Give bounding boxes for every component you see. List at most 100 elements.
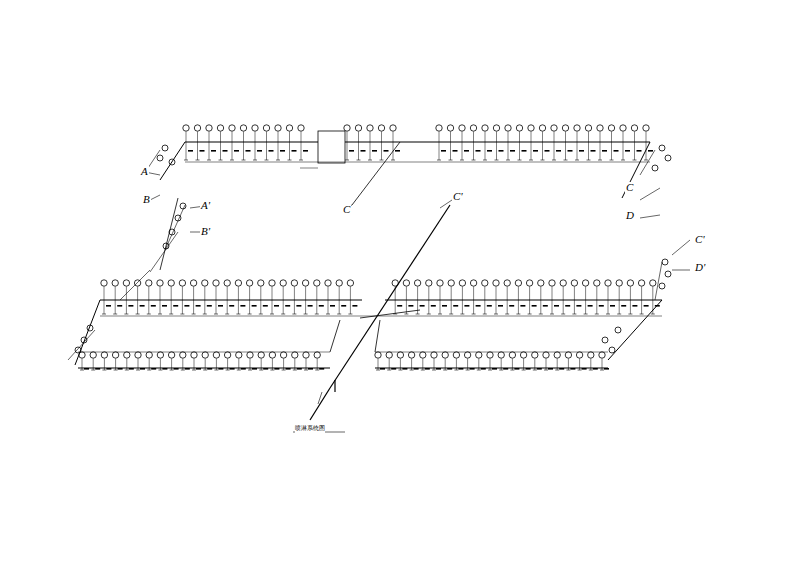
dim-mark — [330, 305, 335, 307]
dim-mark — [200, 150, 205, 152]
dim-mark — [610, 305, 615, 307]
dim-mark — [425, 368, 430, 370]
dim-mark — [625, 150, 630, 152]
sprinkler-tag — [213, 280, 219, 286]
sprinkler-tag — [235, 280, 241, 286]
dim-mark — [128, 305, 133, 307]
dim-mark — [218, 368, 223, 370]
pipe — [318, 392, 322, 404]
dim-mark — [476, 305, 481, 307]
sprinkler-tag — [493, 125, 499, 131]
sprinkler-tag — [532, 352, 538, 358]
dim-mark — [431, 305, 436, 307]
pipe — [555, 370, 559, 371]
dim-mark — [211, 150, 216, 152]
dim-mark — [218, 305, 223, 307]
pipe — [227, 359, 228, 371]
pipe — [595, 314, 599, 315]
dim-mark — [591, 150, 596, 152]
sprinkler-tag — [180, 352, 186, 358]
dim-mark — [252, 368, 257, 370]
pipe — [126, 359, 127, 371]
pipe — [552, 287, 553, 315]
pipe — [158, 314, 162, 315]
pipe — [160, 287, 161, 315]
pipe — [289, 132, 290, 161]
sprinkler-tag — [631, 125, 637, 131]
pipe — [422, 359, 423, 371]
dim-mark — [140, 368, 145, 370]
pipe — [270, 370, 274, 371]
pipe — [646, 132, 647, 161]
dim-mark — [526, 368, 531, 370]
dim-mark — [174, 368, 179, 370]
sprinkler-tag — [90, 352, 96, 358]
dim-mark — [436, 368, 441, 370]
pipe — [473, 132, 474, 161]
pipe — [207, 160, 211, 161]
sprinkler-tag — [314, 352, 320, 358]
sprinkler-tag — [162, 145, 168, 151]
pipe — [185, 141, 318, 142]
pipe — [126, 287, 127, 315]
pipe — [115, 287, 116, 315]
sprinkler-tag — [538, 280, 544, 286]
sprinkler-tag — [549, 280, 555, 286]
pipe — [528, 314, 532, 315]
pipe — [330, 205, 450, 388]
pipe — [214, 370, 218, 371]
dim-mark — [230, 368, 235, 370]
pipe — [496, 132, 497, 161]
dim-mark — [285, 305, 290, 307]
sprinkler-tag — [652, 165, 658, 171]
section-letter: D' — [694, 262, 706, 273]
pipe — [345, 141, 650, 142]
sprinkler-tag — [447, 125, 453, 131]
dim-mark — [308, 305, 313, 307]
pipe — [421, 370, 425, 371]
sprinkler-tag — [386, 352, 392, 358]
pipe — [150, 232, 178, 272]
sprinkler-tag — [280, 352, 286, 358]
pipe — [205, 359, 206, 371]
sprinkler-tag — [436, 125, 442, 131]
sprinkler-tag — [336, 280, 342, 286]
pipe — [387, 370, 391, 371]
dim-mark — [414, 368, 419, 370]
pipe — [575, 160, 579, 161]
pipe — [348, 314, 352, 315]
sprinkler-tag — [206, 125, 212, 131]
sprinkler-tag — [180, 203, 186, 209]
pipe — [227, 287, 228, 315]
pipe — [389, 359, 390, 371]
pipe — [147, 314, 151, 315]
pipe — [449, 314, 453, 315]
dim-mark — [241, 368, 246, 370]
pipe — [522, 370, 526, 371]
dim-mark — [84, 368, 89, 370]
pipe — [561, 314, 565, 315]
dim-mark — [514, 368, 519, 370]
pipe — [339, 287, 340, 315]
sprinkler-tag — [157, 155, 163, 161]
sprinkler-tag — [355, 125, 361, 131]
dim-mark — [498, 305, 503, 307]
pipe — [579, 359, 580, 371]
pipe — [182, 287, 183, 315]
pipe — [242, 160, 246, 161]
sprinkler-tag — [146, 280, 152, 286]
sprinkler-tag — [403, 280, 409, 286]
pipe — [440, 287, 441, 315]
pipe — [378, 359, 379, 371]
sprinkler-tag — [303, 352, 309, 358]
pipe — [512, 359, 513, 371]
dim-mark — [257, 150, 262, 152]
pipe — [640, 188, 660, 200]
pipe — [557, 359, 558, 371]
dim-mark — [286, 368, 291, 370]
pipe — [564, 160, 568, 161]
dim-mark — [648, 150, 653, 152]
pipe — [544, 370, 548, 371]
